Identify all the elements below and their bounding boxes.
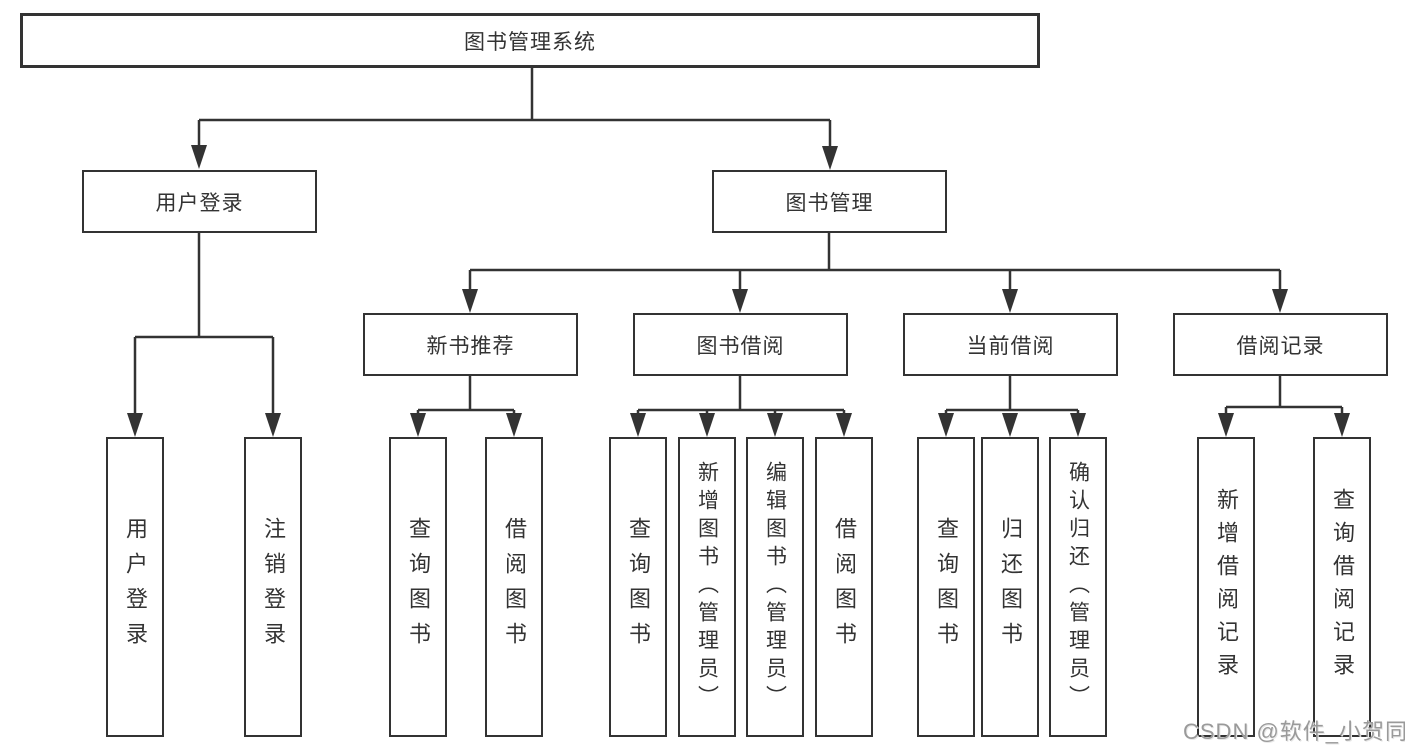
node-leaf-borrow-book-2-label: 借阅图书	[832, 517, 857, 657]
arrowhead	[1002, 413, 1018, 437]
arrowhead	[699, 413, 715, 437]
node-leaf-add-book-admin: 新增图书（管理员）	[678, 437, 736, 737]
arrowhead	[191, 145, 207, 169]
arrowhead	[630, 413, 646, 437]
node-user-login-label: 用户登录	[155, 191, 244, 215]
node-book-management-label: 图书管理	[785, 191, 874, 215]
connector-root-to-level1	[197, 68, 832, 151]
arrowhead	[836, 413, 852, 437]
node-leaf-add-borrow-record-label: 新增借阅记录	[1214, 488, 1239, 686]
connector-book-management-to-level2	[468, 233, 1282, 294]
node-borrow-record-label: 借阅记录	[1236, 334, 1325, 358]
node-root-system-label: 图书管理系统	[464, 30, 596, 54]
node-leaf-logout-label: 注销登录	[261, 517, 286, 657]
arrowhead	[1070, 413, 1086, 437]
connector-current-borrow-to-leaves	[944, 376, 1080, 418]
node-new-book-recommend: 新书推荐	[363, 313, 578, 376]
node-leaf-borrow-book-1-label: 借阅图书	[502, 517, 527, 657]
node-leaf-return-book-label: 归还图书	[998, 517, 1023, 657]
node-current-borrow: 当前借阅	[903, 313, 1118, 376]
arrowhead	[1272, 289, 1288, 313]
arrowhead	[410, 413, 426, 437]
node-book-borrow-label: 图书借阅	[696, 334, 785, 358]
node-leaf-edit-book-admin-label: 编辑图书（管理员）	[763, 461, 787, 713]
connector-borrow-record-to-leaves	[1224, 376, 1344, 418]
node-book-management: 图书管理	[712, 170, 947, 233]
node-root-system: 图书管理系统	[20, 13, 1040, 68]
node-leaf-query-book-1: 查询图书	[389, 437, 447, 737]
node-leaf-query-book-3: 查询图书	[917, 437, 975, 737]
node-leaf-return-book: 归还图书	[981, 437, 1039, 737]
node-borrow-record: 借阅记录	[1173, 313, 1388, 376]
arrowhead	[462, 289, 478, 313]
node-leaf-query-borrow-record: 查询借阅记录	[1313, 437, 1371, 737]
arrowhead	[767, 413, 783, 437]
node-leaf-query-book-2-label: 查询图书	[626, 517, 651, 657]
node-book-borrow: 图书借阅	[633, 313, 848, 376]
node-leaf-query-book-1-label: 查询图书	[406, 517, 431, 657]
connector-user-login-to-leaves	[133, 233, 275, 418]
connector-book-borrow-to-leaves	[636, 376, 846, 418]
node-leaf-query-book-3-label: 查询图书	[934, 517, 959, 657]
arrowhead	[822, 146, 838, 170]
node-leaf-add-borrow-record: 新增借阅记录	[1197, 437, 1255, 737]
node-leaf-add-book-admin-label: 新增图书（管理员）	[695, 461, 719, 713]
node-leaf-query-borrow-record-label: 查询借阅记录	[1330, 488, 1355, 686]
connector-new-book-recommend-to-leaves	[416, 376, 516, 418]
node-leaf-query-book-2: 查询图书	[609, 437, 667, 737]
csdn-watermark: CSDN @软件_小贺同学	[1183, 719, 1405, 744]
arrowhead	[127, 413, 143, 437]
arrowhead	[1002, 289, 1018, 313]
node-leaf-confirm-return-admin-label: 确认归还（管理员）	[1066, 461, 1090, 713]
node-leaf-user-login: 用户登录	[106, 437, 164, 737]
arrowhead	[1334, 413, 1350, 437]
node-leaf-edit-book-admin: 编辑图书（管理员）	[746, 437, 804, 737]
node-leaf-user-login-label: 用户登录	[123, 517, 148, 657]
node-leaf-confirm-return-admin: 确认归还（管理员）	[1049, 437, 1107, 737]
arrowhead	[265, 413, 281, 437]
node-leaf-borrow-book-2: 借阅图书	[815, 437, 873, 737]
node-leaf-logout: 注销登录	[244, 437, 302, 737]
arrowhead	[506, 413, 522, 437]
node-leaf-borrow-book-1: 借阅图书	[485, 437, 543, 737]
arrowhead	[938, 413, 954, 437]
node-current-borrow-label: 当前借阅	[966, 334, 1055, 358]
arrowhead	[732, 289, 748, 313]
node-new-book-recommend-label: 新书推荐	[426, 334, 515, 358]
arrowhead	[1218, 413, 1234, 437]
node-user-login: 用户登录	[82, 170, 317, 233]
